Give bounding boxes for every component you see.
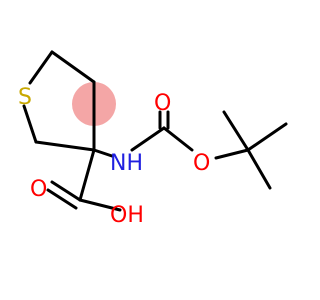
bond-s-c1 [28,50,54,85]
bond-cq-me2 [246,148,272,190]
bond-c-oester [162,126,194,152]
bond-c3-n [92,148,114,158]
atom-carbonyl-oxygen-carbamate: O [154,91,171,116]
molecule-structure: S NH O O O OH [18,50,288,228]
atom-ester-oxygen: O [193,151,210,176]
bond-cq-me3 [222,110,250,152]
bond-c3-c4 [34,140,96,152]
bond-cooh-o-double-a [50,180,82,202]
bond-c1-c2 [50,50,96,84]
atom-hydroxyl: OH [110,203,144,228]
bond-c4-s [22,104,38,144]
atom-nh: NH [110,151,143,176]
atom-carbonyl-oxygen-acid: O [30,177,47,202]
bond-n-cco [130,126,166,152]
bond-cooh-o-double-b [46,188,78,210]
bond-c3-ccooh [78,148,96,202]
atom-sulfur: S [18,85,32,110]
bond-oester-cq [214,148,250,160]
bond-cooh-oh [78,198,122,212]
structure-canvas: S NH O O O OH [18,50,288,228]
bond-cq-me1 [246,122,288,152]
